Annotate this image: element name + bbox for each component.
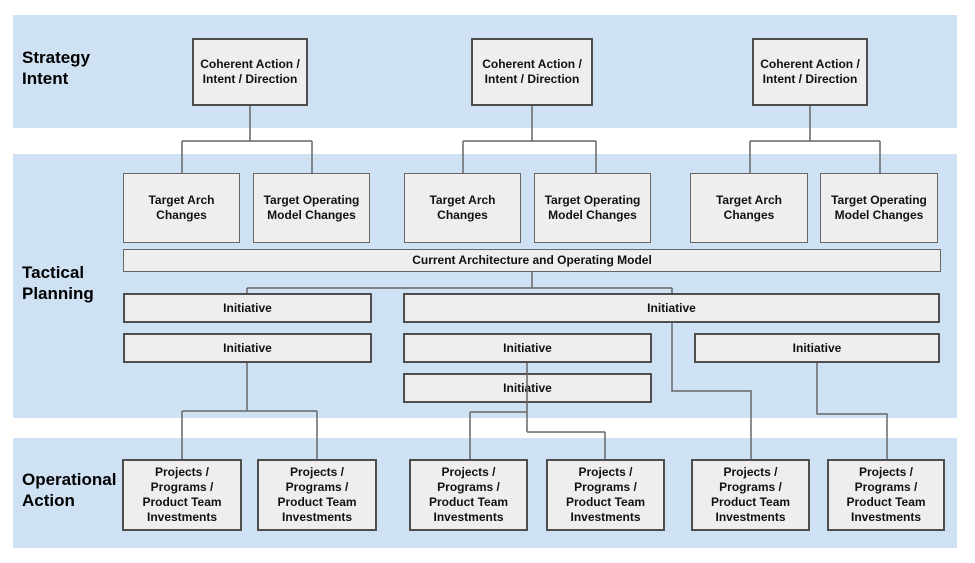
projects-box-3: Projects / Programs / Product Team Inves… (409, 459, 528, 531)
projects-box-6: Projects / Programs / Product Team Inves… (827, 459, 945, 531)
tactical-planning-label: Tactical Planning (22, 263, 94, 303)
target-operating-model-box-2: Target Operating Model Changes (534, 173, 651, 243)
projects-box-1: Projects / Programs / Product Team Inves… (122, 459, 242, 531)
coherent-action-box-3: Coherent Action / Intent / Direction (752, 38, 868, 106)
target-arch-changes-box-2: Target Arch Changes (404, 173, 521, 243)
target-arch-changes-box-1: Target Arch Changes (123, 173, 240, 243)
strategy-intent-label: Strategy Intent (22, 48, 91, 88)
initiative-box-row1-left: Initiative (123, 293, 372, 323)
operational-action-label: Operational Action (22, 470, 117, 510)
projects-box-5: Projects / Programs / Product Team Inves… (691, 459, 810, 531)
projects-box-4: Projects / Programs / Product Team Inves… (546, 459, 665, 531)
target-operating-model-box-1: Target Operating Model Changes (253, 173, 370, 243)
coherent-action-box-1: Coherent Action / Intent / Direction (192, 38, 308, 106)
initiative-box-row2-left: Initiative (123, 333, 372, 363)
target-operating-model-box-3: Target Operating Model Changes (820, 173, 938, 243)
initiative-box-row2-right: Initiative (694, 333, 940, 363)
projects-box-2: Projects / Programs / Product Team Inves… (257, 459, 377, 531)
current-architecture-bar: Current Architecture and Operating Model (123, 249, 941, 272)
initiative-box-row1-wide: Initiative (403, 293, 940, 323)
initiative-box-row2-middle: Initiative (403, 333, 652, 363)
target-arch-changes-box-3: Target Arch Changes (690, 173, 808, 243)
initiative-box-row3-middle: Initiative (403, 373, 652, 403)
coherent-action-box-2: Coherent Action / Intent / Direction (471, 38, 593, 106)
